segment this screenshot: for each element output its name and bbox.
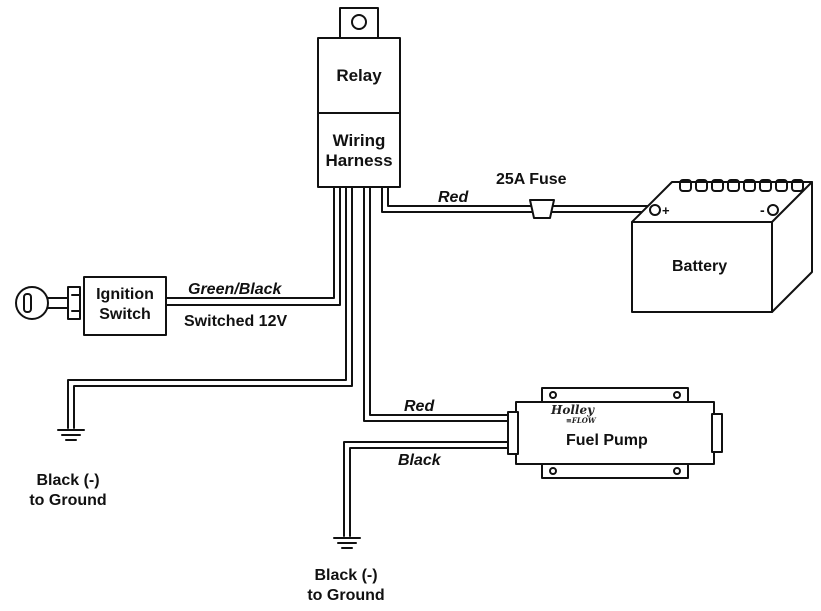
wire-switched-12v [177,186,341,306]
wire-label-green-black: Green/Black [188,281,282,298]
battery-positive-terminal [649,204,661,216]
fuse-body [529,199,555,219]
battery-label: Battery [672,258,728,275]
wire-black-pump-a [343,441,511,537]
wire-black-pump-b [349,447,511,537]
fuel-pump-label: Fuel Pump [566,432,648,449]
battery-caps [679,179,804,192]
battery [631,179,813,313]
wire-label-black-pump: Black [398,452,441,469]
harness-label-line2: Harness [325,151,393,170]
harness-box [317,112,401,188]
ignition-key-icon [15,286,81,320]
ground-bottom-label-line2: to Ground [307,587,385,604]
wire-battery-a [381,186,533,213]
ground-symbol-left [57,429,85,441]
ground-left-label-line2: to Ground [29,492,107,509]
wire-battery-b [387,186,533,207]
flow-logo-text: ≡FLOW [566,416,596,425]
relay-mount-tab [339,7,379,41]
battery-negative-terminal [767,204,779,216]
wire-ground-left-b [73,186,353,429]
fuel-pump [507,387,723,479]
fuse-label: 25A Fuse [496,171,567,188]
ignition-terminals [165,297,179,306]
harness-label-line1: Wiring [332,131,386,150]
battery-plus-label: + [662,203,670,218]
wire-label-switched-12v: Switched 12V [184,313,288,330]
ground-bottom-label-line1: Black (-) [314,567,378,584]
wire-red-pump-b [369,186,511,416]
ignition-label-line1: Ignition [96,286,154,303]
wire-green-black [177,186,335,299]
ground-symbol-bottom [333,537,361,549]
wire-red-pump-a [363,186,511,422]
ignition-label-line2: Switch [99,306,151,323]
wire-label-red-pump: Red [404,398,435,415]
relay-mount-hole [351,14,367,30]
ground-left-label-line1: Black (-) [36,472,100,489]
wire-label-red-battery: Red [438,189,469,206]
battery-minus-label: - [760,202,765,218]
wire-ground-left-a [67,186,347,429]
holley-logo-text: Holley [551,403,595,417]
relay-label: Relay [336,66,382,85]
